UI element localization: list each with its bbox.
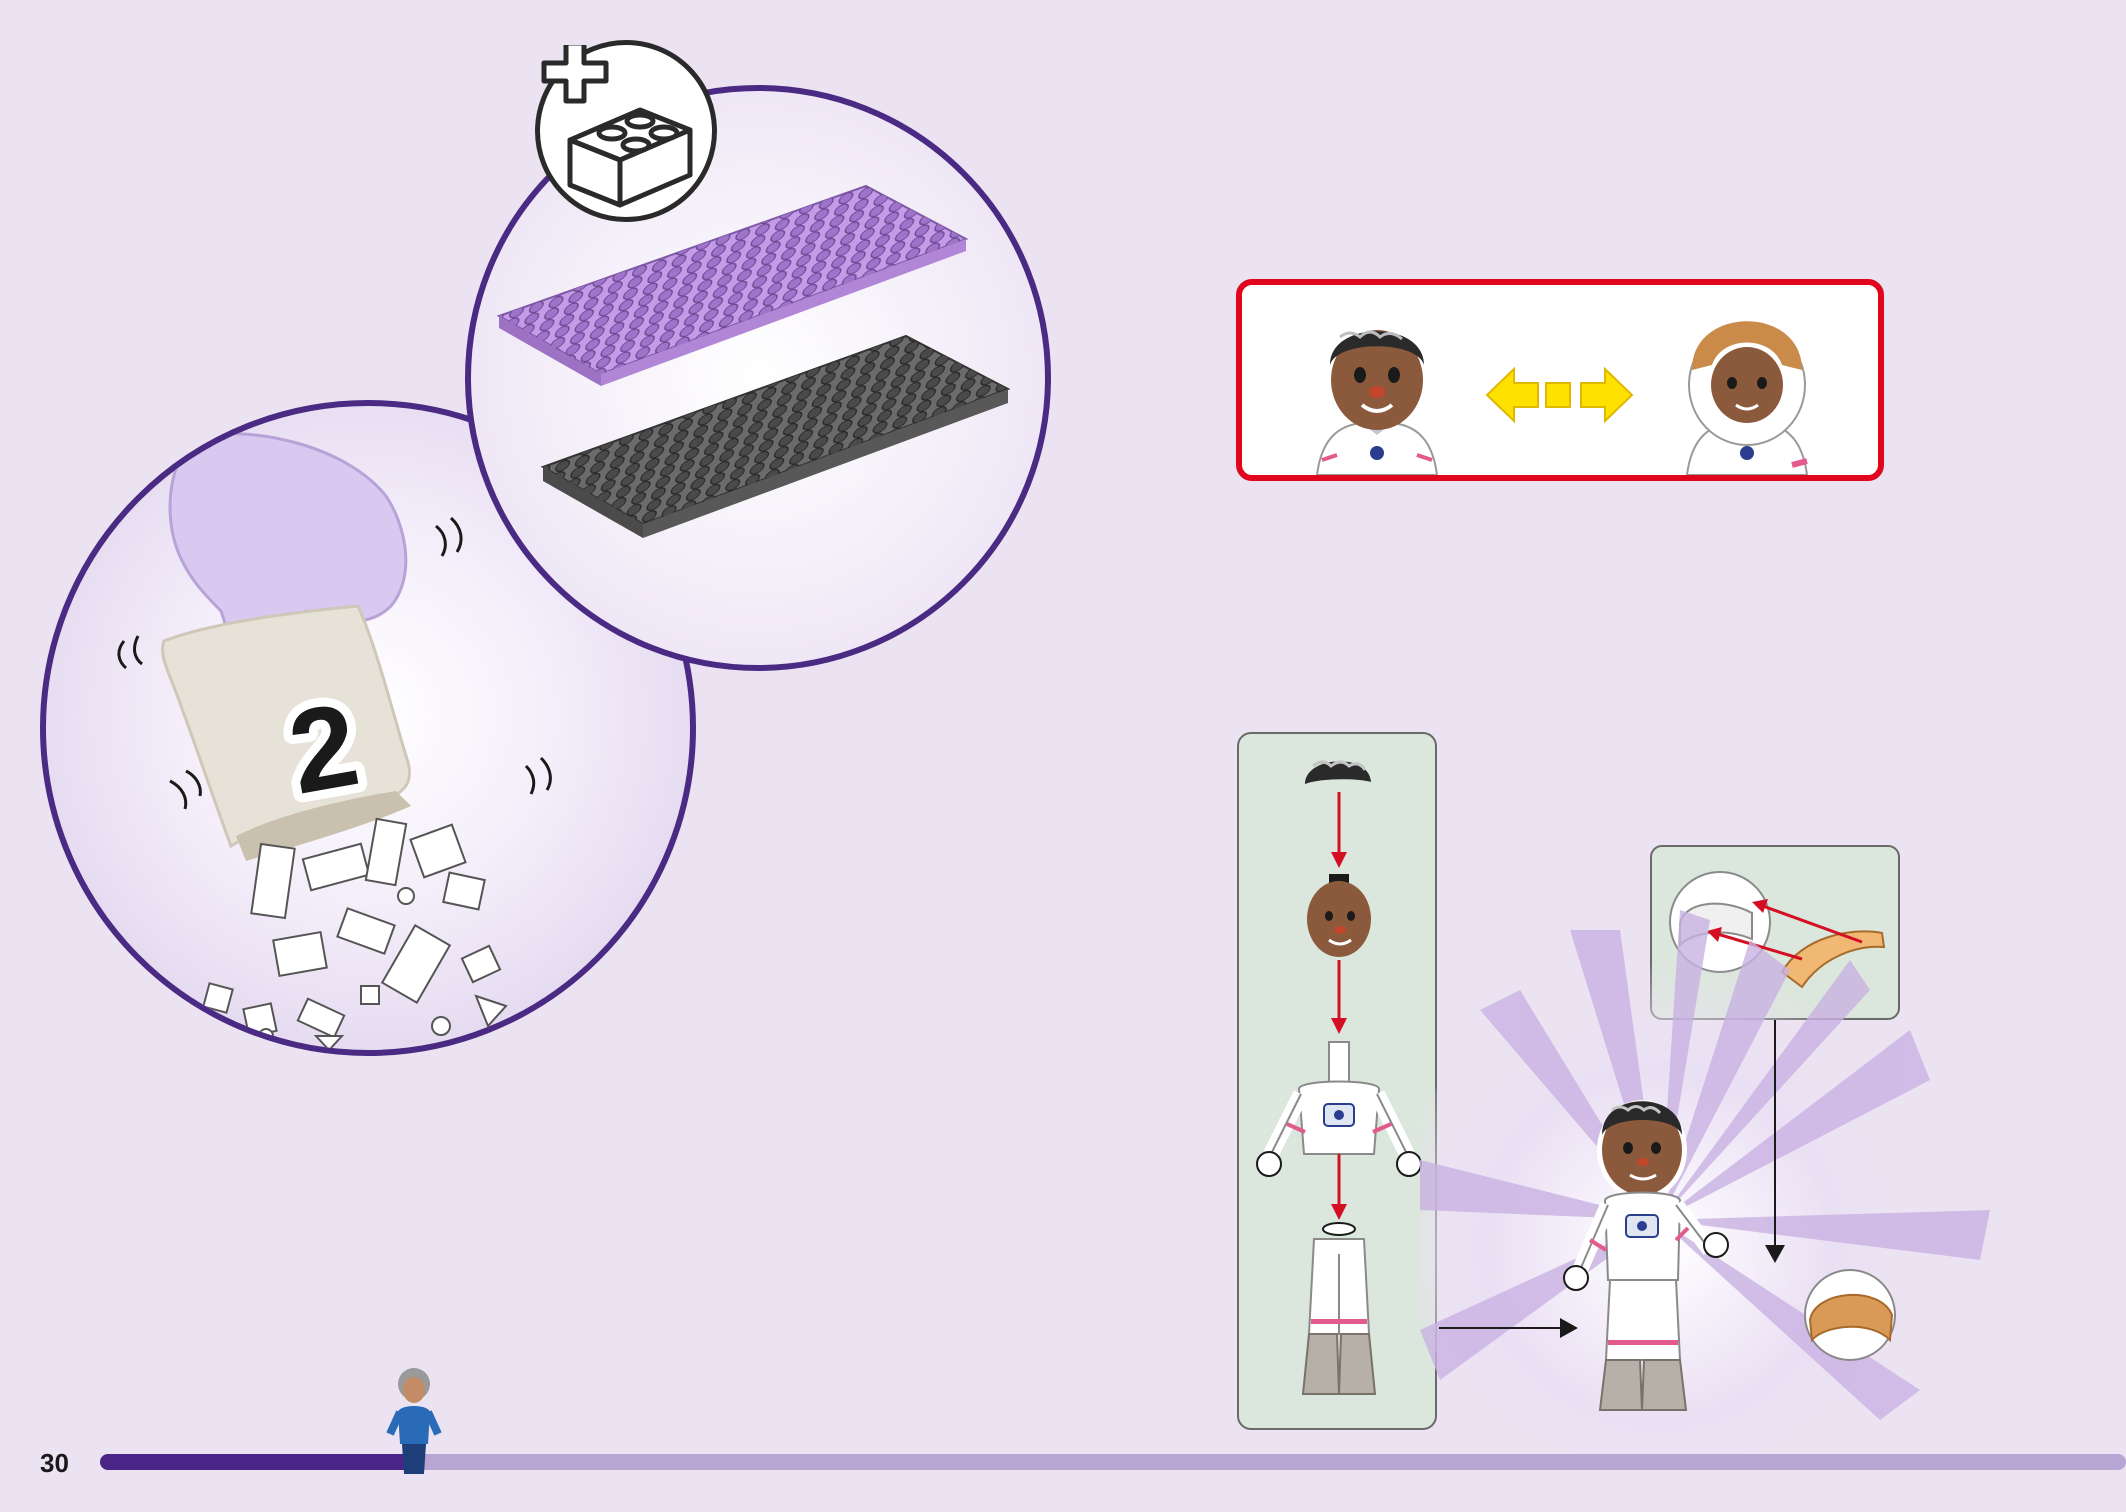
shake-mark-icon xyxy=(117,635,143,670)
head-piece-icon xyxy=(1307,874,1371,957)
shake-mark-icon xyxy=(435,516,463,557)
torso-piece-icon xyxy=(1256,1041,1422,1177)
assembly-arrowhead xyxy=(1331,1018,1347,1034)
lavender-baseplate xyxy=(496,184,969,386)
baseplates-illustration xyxy=(496,184,1011,538)
visor-arrow xyxy=(1759,903,1863,944)
dark-gray-baseplate xyxy=(540,334,1011,538)
assembly-arrowhead xyxy=(1331,852,1347,868)
page-number: 30 xyxy=(40,1448,69,1478)
visor-icon xyxy=(1780,930,1886,989)
double-arrow-icon xyxy=(1485,366,1634,424)
visor-arrowhead xyxy=(1707,927,1722,942)
final-figure-illustration xyxy=(1420,910,1990,1450)
bag-opening xyxy=(236,791,411,861)
shake-mark-icon xyxy=(169,769,202,810)
plus-brick-icon xyxy=(541,45,693,208)
assembly-sequence xyxy=(1256,760,1422,1395)
hair-piece-icon xyxy=(1305,760,1371,784)
add-brick-badge xyxy=(535,40,717,222)
assembly-arrowhead xyxy=(1331,1204,1347,1220)
falling-bricks xyxy=(202,817,508,1050)
legs-piece-icon xyxy=(1301,1222,1377,1395)
figure-helmet-icon xyxy=(1685,321,1809,475)
progress-bar xyxy=(100,1454,2126,1470)
bag-illustration: 2 2 xyxy=(117,432,552,1050)
progress-marker-figure-icon xyxy=(386,1368,442,1474)
shake-mark-icon xyxy=(524,756,552,795)
visor-arrowhead xyxy=(1752,899,1768,913)
figure-assembly-panel xyxy=(1237,732,1437,1430)
head-swap-callout xyxy=(1236,279,1884,481)
assembled-astronaut-figure xyxy=(1563,1100,1729,1411)
connector-arrowhead xyxy=(1765,1245,1785,1263)
progress-bar-fill xyxy=(100,1454,415,1470)
connector-arrowhead xyxy=(1560,1318,1578,1338)
figure-head-icon xyxy=(1315,330,1439,475)
head-swap-illustration xyxy=(1315,321,1809,475)
assembled-helmet-icon xyxy=(1804,1269,1896,1361)
